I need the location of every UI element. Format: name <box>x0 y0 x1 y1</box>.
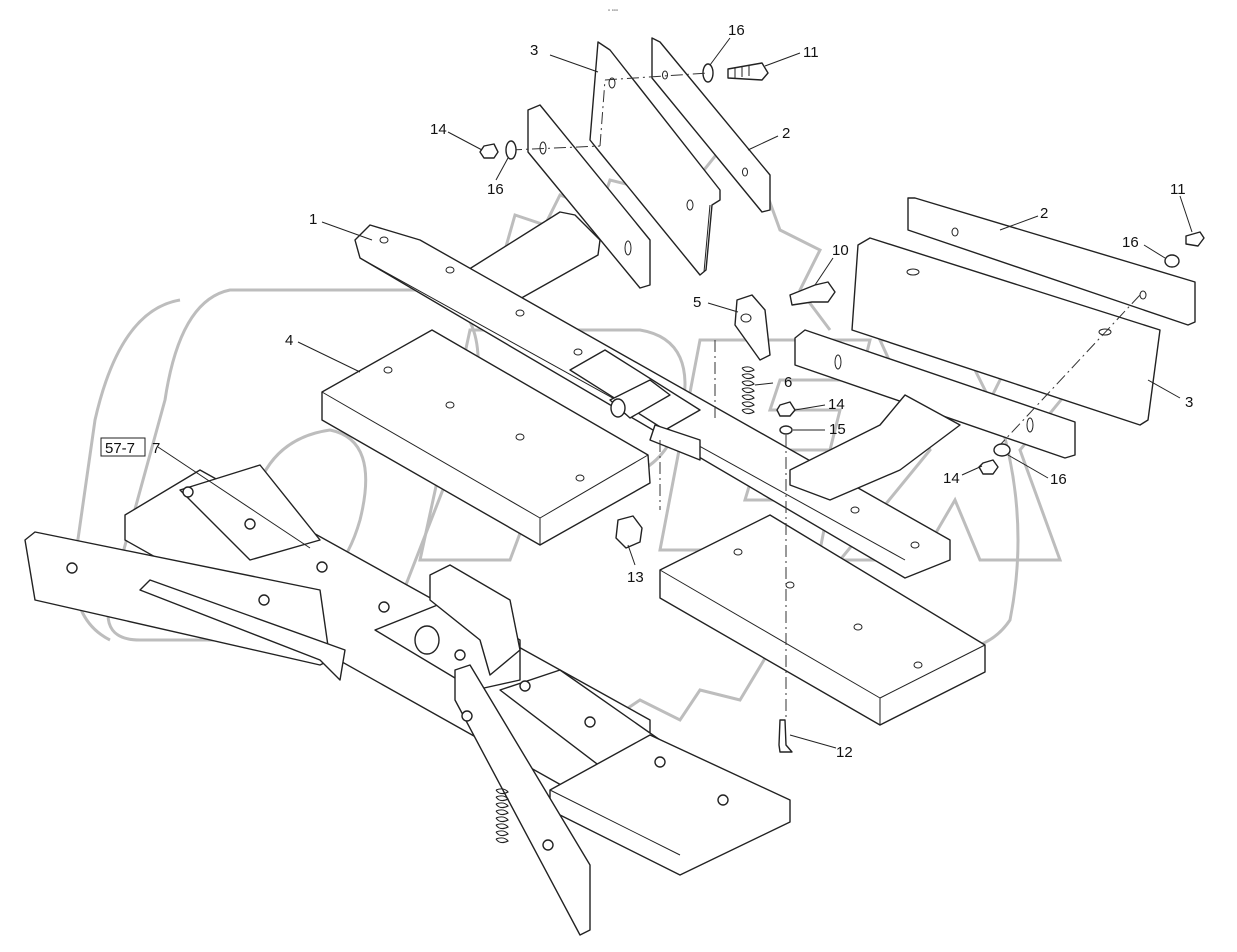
nut-14-right <box>978 459 999 475</box>
block-4 <box>321 329 651 546</box>
callout-14-right: 14 <box>943 470 960 487</box>
bracket-upper <box>527 104 651 289</box>
spring-6 <box>741 366 755 415</box>
callout-3-right: 3 <box>1185 394 1193 411</box>
drawbar-assembly <box>24 464 791 936</box>
washer-16-left <box>505 140 517 160</box>
plate-3-upper <box>589 41 721 276</box>
callout-2-right: 2 <box>1040 205 1048 222</box>
bolt-12 <box>778 719 793 753</box>
callout-11-right: 11 <box>1170 181 1186 198</box>
callout-6: 6 <box>784 374 792 391</box>
hitch-ball <box>414 625 440 655</box>
plate-2-right <box>907 197 1196 326</box>
nut-13 <box>615 515 643 549</box>
nut-14-left <box>479 143 499 159</box>
washer-16-low <box>993 443 1011 457</box>
handle-arm <box>454 664 591 936</box>
callout-3-top: 3 <box>530 42 538 59</box>
callout-16-top: 16 <box>728 22 745 39</box>
callout-13: 13 <box>627 569 644 586</box>
callout-12: 12 <box>836 744 853 761</box>
bolt-11-top <box>727 62 769 81</box>
callout-labels: 16 11 3 2 14 16 1 4 5 10 6 14 15 13 12 7… <box>100 22 1193 761</box>
washer-16-right <box>1164 254 1180 268</box>
washer-15 <box>779 425 793 435</box>
callout-14-mid: 14 <box>828 396 845 413</box>
hinge-pin <box>610 398 626 418</box>
callout-16-left: 16 <box>487 181 504 198</box>
leader-lines <box>157 37 1193 749</box>
bracket-right <box>794 329 1076 459</box>
callout-16-low: 16 <box>1050 471 1067 488</box>
callout-2-top: 2 <box>782 125 790 142</box>
callout-11-top: 11 <box>803 44 819 61</box>
callout-7: 7 <box>152 440 160 457</box>
callout-1: 1 <box>309 211 317 228</box>
clip-5 <box>734 294 771 361</box>
plate-3-right <box>851 237 1161 426</box>
callout-10: 10 <box>832 242 849 259</box>
callout-16-right: 16 <box>1122 234 1139 251</box>
reference-box <box>100 437 146 457</box>
right-plate-assembly <box>789 197 1205 501</box>
center-hardware <box>615 281 836 753</box>
bracket-right-foot <box>789 394 961 501</box>
bolt-10 <box>789 281 836 306</box>
callout-4: 4 <box>285 332 293 349</box>
callout-15: 15 <box>829 421 846 438</box>
upper-plate-assembly <box>454 37 771 311</box>
reference-box-label: 57-7 <box>105 440 135 457</box>
callout-14-left: 14 <box>430 121 447 138</box>
block-lower-right <box>659 514 986 726</box>
nut-14-mid <box>776 401 796 417</box>
plate-2-upper <box>651 37 771 213</box>
callout-5: 5 <box>693 294 701 311</box>
bolt-11-right <box>1185 231 1205 247</box>
header-mark: ▫ ▫▫▫ <box>608 8 618 14</box>
